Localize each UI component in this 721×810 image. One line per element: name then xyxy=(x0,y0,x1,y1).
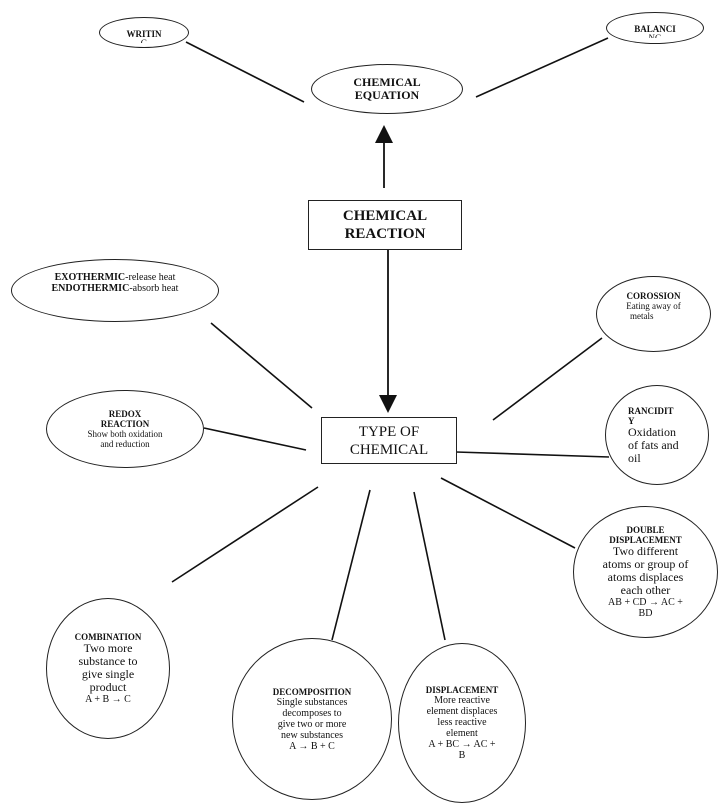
redox-title-line-2: REACTION xyxy=(100,419,150,429)
combination-desc-line-4: product xyxy=(89,680,127,694)
decomposition-title: DECOMPOSITION xyxy=(272,686,352,697)
connector-combination xyxy=(171,486,319,583)
combination-formula: A + B → C xyxy=(85,694,131,705)
displacement-formula-line-1: A + BC → AC + xyxy=(428,739,496,750)
node-writing-overflow: G xyxy=(141,39,148,43)
node-chemical-reaction-line-2: REACTION xyxy=(344,226,426,242)
decomposition-desc-line-3: give two or more xyxy=(277,718,347,730)
rancidity-title-line-2: Y xyxy=(628,415,635,426)
connector-corrosion xyxy=(492,337,603,421)
decomposition-desc-line-4: new substances xyxy=(281,729,343,741)
displacement-title: DISPLACEMENT xyxy=(425,685,499,695)
node-chemical-reaction: CHEMICAL REACTION xyxy=(308,200,462,250)
node-type-line-1: TYPE OF xyxy=(358,423,420,440)
node-rancidity: RANCIDIT Y Oxidation of fats and oil xyxy=(605,385,709,485)
double-displacement-desc-line-4: each other xyxy=(620,583,671,597)
node-type-line-2: CHEMICAL xyxy=(349,441,429,458)
node-redox-reaction: REDOX REACTION Show both oxidation and r… xyxy=(46,390,204,468)
connector-writing-equation xyxy=(185,41,305,103)
node-corrosion: COROSSION Eating away of metals xyxy=(596,276,711,352)
combination-desc-line-2: substance to xyxy=(78,654,138,668)
connector-double-displacement xyxy=(440,477,576,549)
node-balancing-overflow: NG xyxy=(649,34,662,38)
node-writing-label: WRITIN xyxy=(126,28,162,39)
node-chemical-equation-line-1: CHEMICAL xyxy=(353,75,421,89)
node-balancing: BALANCI NG xyxy=(606,12,704,44)
redox-desc-line-2: and reduction xyxy=(100,439,150,449)
endothermic-desc: -absorb heat xyxy=(129,283,179,294)
node-exothermic-endothermic: EXOTHERMIC-release heat ENDOTHERMIC-abso… xyxy=(11,259,219,322)
displacement-desc-line-4: element xyxy=(446,728,478,739)
node-chemical-equation: CHEMICAL EQUATION xyxy=(311,64,463,114)
connector-displacement xyxy=(413,491,446,641)
displacement-desc-line-1: More reactive xyxy=(434,695,490,706)
node-endothermic-line: ENDOTHERMIC-absorb heat xyxy=(52,283,179,294)
connector-exo-endo xyxy=(210,322,313,409)
node-exothermic-line: EXOTHERMIC-release heat xyxy=(55,272,176,283)
exothermic-desc: -release heat xyxy=(125,272,176,283)
node-chemical-equation-line-2: EQUATION xyxy=(354,88,420,102)
connector-decomposition xyxy=(331,489,371,641)
double-displacement-title-line-2: DISPLACEMENT xyxy=(609,535,682,545)
node-type-of-chemical: TYPE OF CHEMICAL xyxy=(321,417,457,464)
double-displacement-desc-line-3: atoms displaces xyxy=(607,570,684,584)
rancidity-desc-line-1: Oxidation xyxy=(628,424,676,439)
combination-desc-line-1: Two more xyxy=(83,641,133,655)
rancidity-desc-line-3: oil xyxy=(628,450,641,465)
corrosion-desc-line-1: Eating away of xyxy=(626,301,681,311)
node-balancing-label: BALANCI xyxy=(634,24,676,34)
connector-redox xyxy=(203,427,307,451)
double-displacement-desc-line-1: Two different xyxy=(612,544,679,558)
double-displacement-desc-line-2: atoms or group of xyxy=(602,557,689,571)
displacement-desc-line-2: element displaces xyxy=(426,706,498,717)
node-double-displacement: DOUBLE DISPLACEMENT Two different atoms … xyxy=(573,506,718,638)
double-displacement-formula-line-2: BD xyxy=(638,608,653,619)
rancidity-title-line-1: RANCIDIT xyxy=(628,405,674,416)
displacement-desc-line-3: less reactive xyxy=(437,717,487,728)
combination-title: COMBINATION xyxy=(74,632,142,642)
node-displacement: DISPLACEMENT More reactive element displ… xyxy=(398,643,526,803)
decomposition-desc-line-1: Single substances xyxy=(276,696,348,708)
exothermic-title: EXOTHERMIC xyxy=(54,272,126,283)
endothermic-title: ENDOTHERMIC xyxy=(51,283,130,294)
connector-balancing-equation xyxy=(475,37,609,98)
rancidity-desc-line-2: of fats and xyxy=(628,437,679,452)
node-decomposition: DECOMPOSITION Single substances decompos… xyxy=(232,638,392,800)
corrosion-desc-line-2: metals xyxy=(630,311,654,321)
redox-title-line-1: REDOX xyxy=(108,409,142,419)
decomposition-formula: A → B + C xyxy=(289,740,335,752)
double-displacement-title-line-1: DOUBLE xyxy=(626,525,665,535)
decomposition-desc-line-2: decomposes to xyxy=(282,707,342,719)
connector-rancidity xyxy=(455,451,610,458)
redox-desc-line-1: Show both oxidation xyxy=(87,429,163,439)
node-writing: WRITIN G xyxy=(99,17,189,48)
combination-desc-line-3: give single xyxy=(81,667,135,681)
corrosion-title: COROSSION xyxy=(626,291,681,301)
node-chemical-reaction-line-1: CHEMICAL xyxy=(342,208,428,224)
node-combination: COMBINATION Two more substance to give s… xyxy=(46,598,170,739)
double-displacement-formula-line-1: AB + CD → AC + xyxy=(608,597,683,608)
displacement-formula-line-2: B xyxy=(458,750,466,761)
